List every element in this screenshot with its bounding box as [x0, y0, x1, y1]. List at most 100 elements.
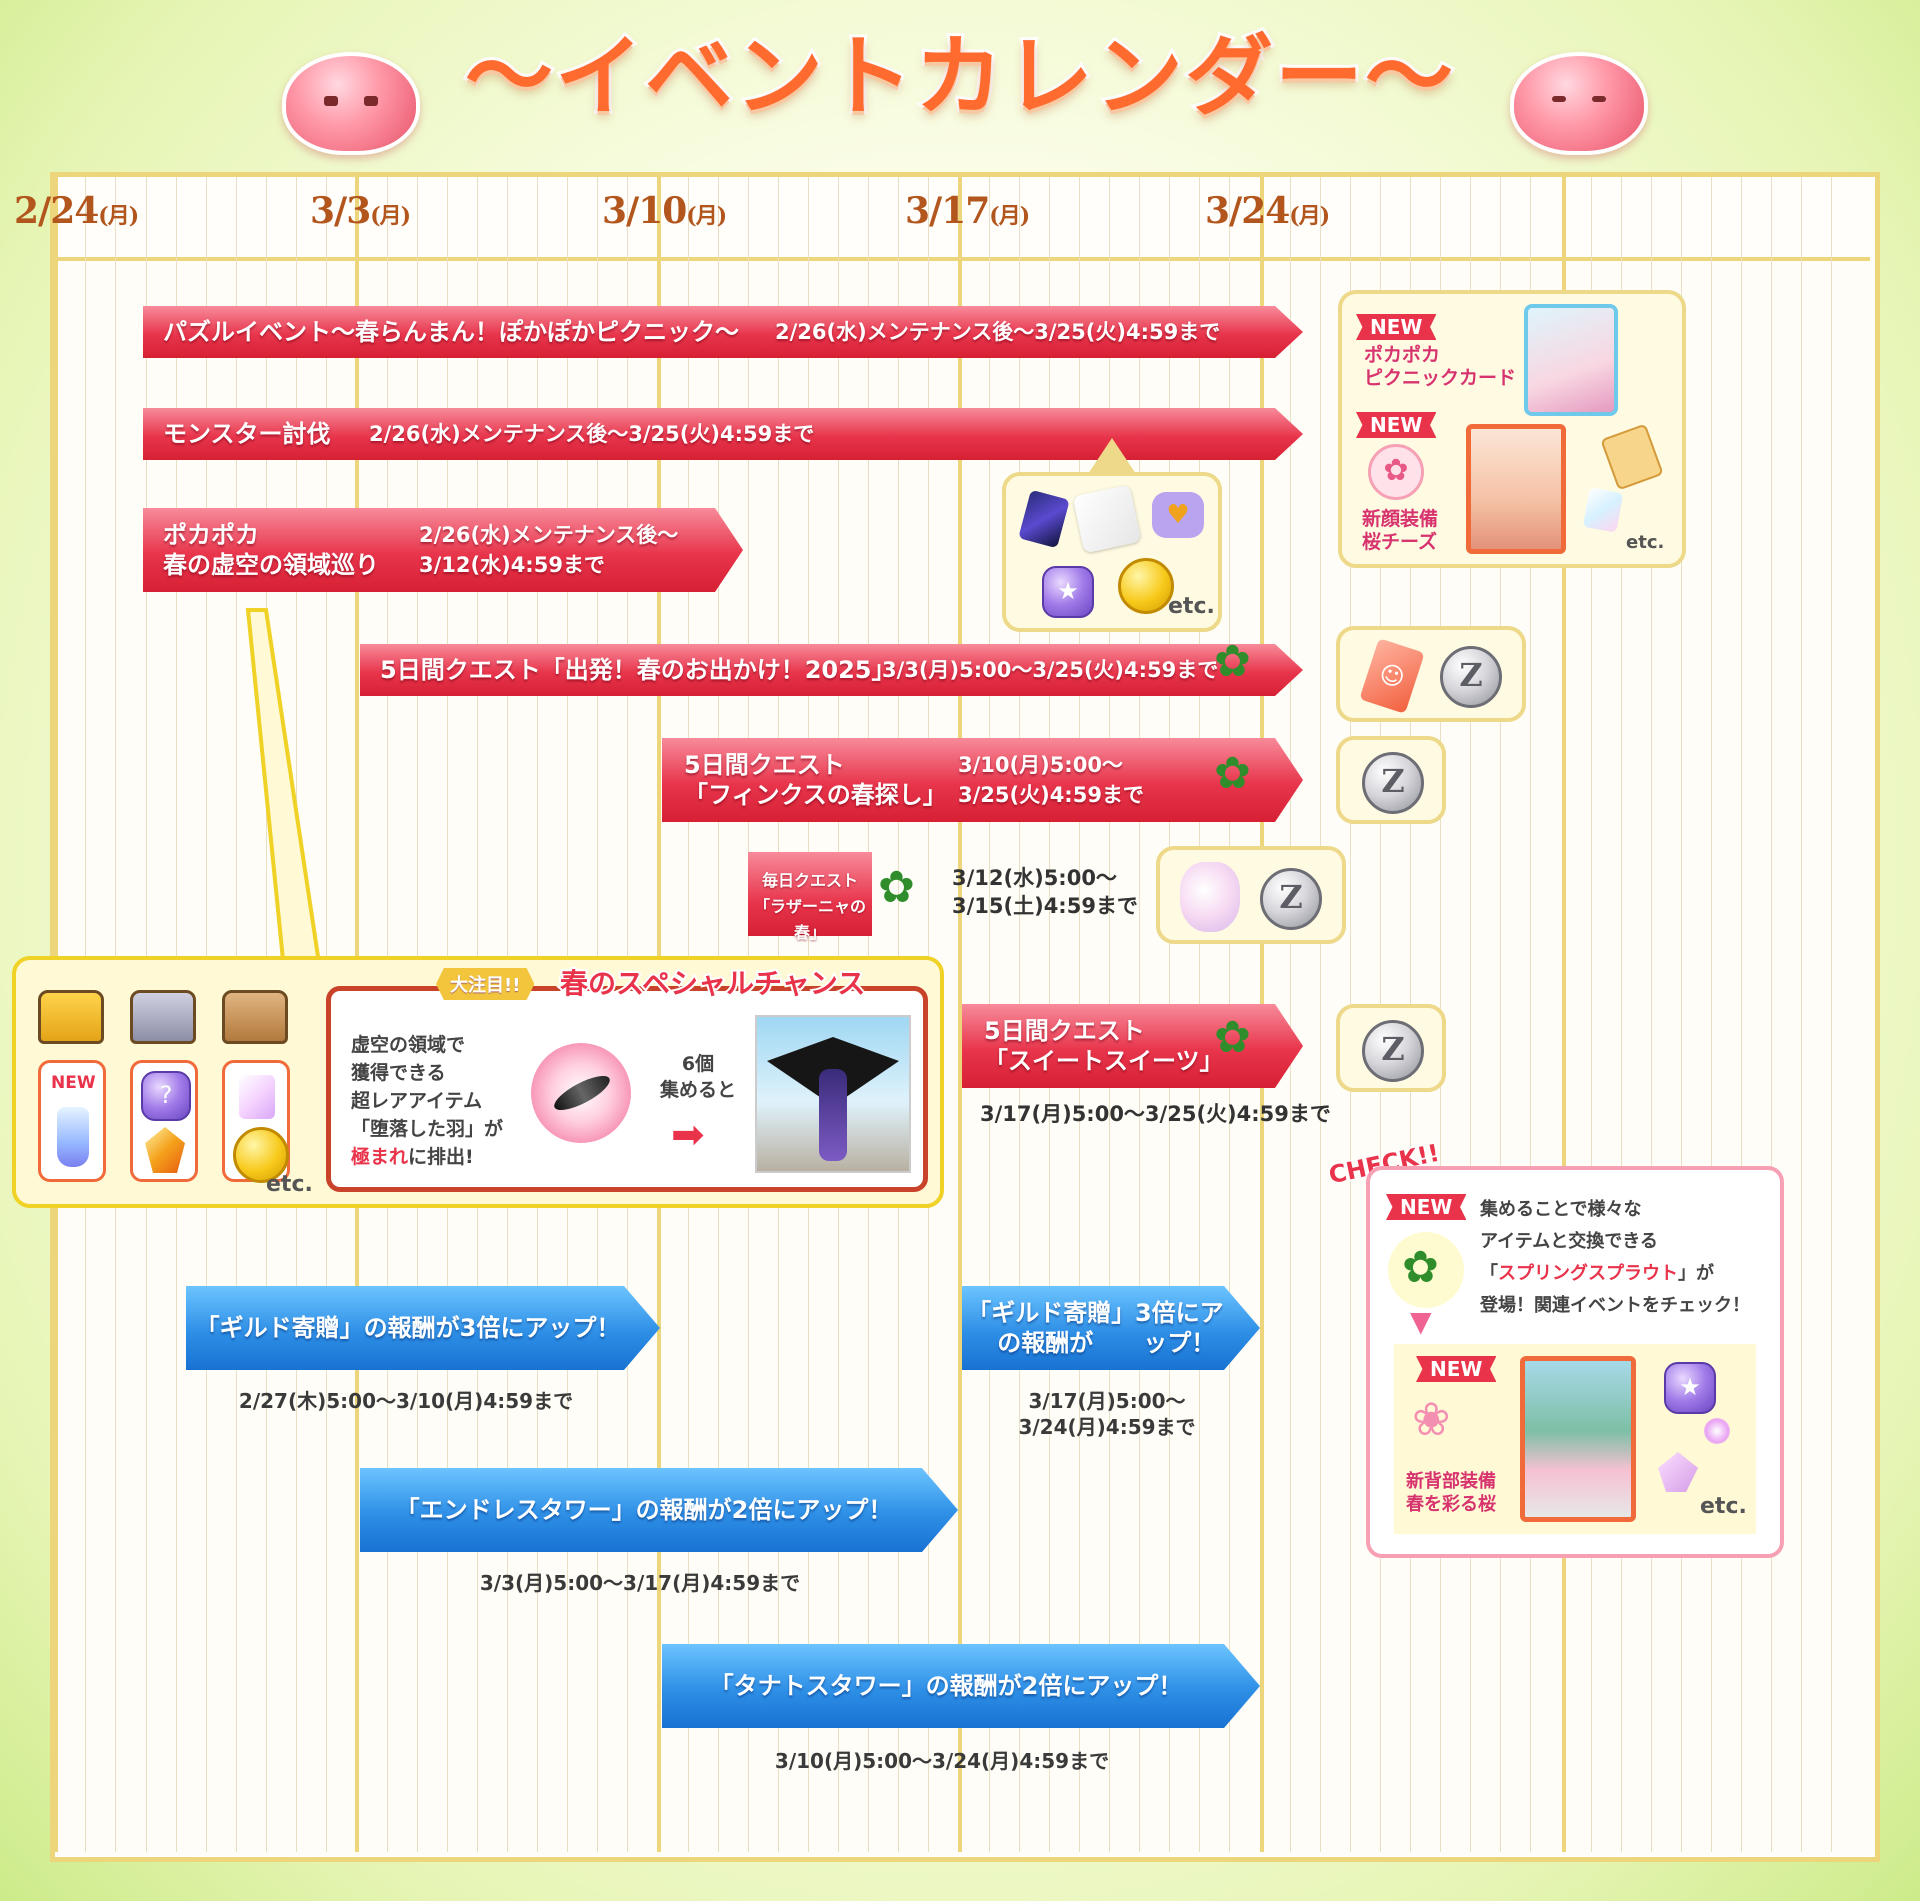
event-period: 3/17(月)5:00〜3/25(火)4:59まで [980, 1102, 1331, 1126]
callout-pointer [245, 608, 323, 972]
bonus-period: 3/3(月)5:00〜3/17(月)4:59まで [479, 1571, 801, 1595]
event-name: 5日間クエスト「スイートスイーツ」 [984, 1017, 1224, 1075]
special-title: 春のスペシャルチャンス [558, 965, 867, 1002]
special-chance-panel: NEW ? etc. 虚空の領域で獲得できる超レアアイテム「堕落した羽」が極まれ… [12, 956, 944, 1208]
gift-bag-icon [1180, 862, 1240, 932]
back-equip-image [1520, 1356, 1636, 1522]
reward-bubble-daily: Z [1156, 846, 1346, 944]
reward-name: ポカポカピクニックカード [1364, 344, 1517, 389]
event-name: 「ラザーニャの春」 [753, 897, 866, 942]
sprout-leaf-icon: ✿ [1214, 636, 1251, 687]
bonus-period: 3/10(月)5:00〜3/24(月)4:59まで [774, 1749, 1110, 1773]
special-badge: 大注目!! [436, 968, 535, 1000]
gold-coin-icon [1118, 558, 1174, 614]
mystery-gem-icon: ? [141, 1071, 191, 1121]
check-description: 集めることで様々なアイテムと交換できる「スプリングスプラウト」が登場！関連イベン… [1480, 1199, 1750, 1316]
bronze-chest-icon [222, 990, 288, 1044]
potion-icon [57, 1107, 89, 1167]
event-period: 2/26(水)メンテナンス後〜3/25(火)4:59まで [369, 422, 815, 446]
check-panel: NEW 集めることで様々なアイテムと交換できる「スプリングスプラウト」が登場！関… [1366, 1166, 1784, 1558]
etc-label: etc. [1700, 1494, 1747, 1519]
etc-label: etc. [1168, 594, 1215, 619]
reward-bubble-quest-spring: ☺ Z [1336, 626, 1526, 722]
bonus-bar-endless[interactable]: 「エンドレスタワー」の報酬が2倍にアップ！ [360, 1468, 958, 1552]
title-text: 〜イベントカレンダー〜 [462, 22, 1456, 131]
zeny-coin-icon: Z [1362, 752, 1424, 814]
feather-badge [531, 1043, 631, 1143]
bonus-period: 2/27(木)5:00〜3/10(月)4:59まで [238, 1389, 574, 1413]
date-label: 3/10(月) [602, 190, 727, 232]
character-figure [819, 1069, 847, 1161]
arrow-down-icon: ▼ [1410, 1305, 1432, 1338]
coupon-icon: ☺ [1359, 638, 1425, 714]
bubble-pointer [1088, 438, 1136, 474]
event-bar-daily[interactable]: 毎日クエスト「ラザーニャの春」 [748, 852, 872, 942]
scroll-icon [1600, 423, 1664, 491]
sparkle-orb-icon [1704, 1418, 1730, 1444]
new-tag: NEW [1386, 1194, 1467, 1220]
event-name: 5日間クエスト「出発！春のお出かけ！2025」 [380, 656, 896, 684]
zeny-coin-icon: Z [1362, 1020, 1424, 1082]
event-period: 2/26(水)メンテナンス後〜3/12(水)4:59まで [419, 523, 679, 577]
event-bar-void[interactable]: ポカポカ春の虚空の領域巡り 2/26(水)メンテナンス後〜3/12(水)4:59… [143, 508, 743, 592]
card-image [1524, 304, 1618, 416]
special-description: 虚空の領域で獲得できる超レアアイテム「堕落した羽」が極まれに排出! [351, 1034, 504, 1168]
arrow-right-icon: ➡ [671, 1112, 705, 1158]
reward-bubble-quest-finx: Z [1336, 736, 1446, 824]
flame-crystal-icon [145, 1127, 185, 1173]
event-name: 毎日クエスト [761, 871, 858, 890]
new-tag: NEW [1356, 412, 1437, 438]
reward-name: 新背部装備春を彩る桜 [1406, 1471, 1496, 1515]
date-label: 3/17(月) [905, 190, 1030, 232]
special-box: 虚空の領域で獲得できる超レアアイテム「堕落した羽」が極まれに排出! 6個集めると… [326, 986, 928, 1192]
event-period: 3/3(月)5:00〜3/25(火)4:59まで [882, 658, 1219, 682]
sprout-leaf-icon: ✿ [878, 862, 915, 913]
zeny-coin-icon: Z [1440, 646, 1502, 708]
gold-chest-icon [38, 990, 104, 1044]
event-period: 3/12(水)5:00〜3/15(土)4:59まで [952, 866, 1138, 918]
reward-name: 新顔装備桜チーズ [1362, 508, 1439, 553]
reward-bubble-puzzle: NEW ポカポカピクニックカード NEW ✿ 新顔装備桜チーズ etc. [1338, 290, 1686, 568]
sprout-leaf-icon: ✿ [1402, 1242, 1439, 1293]
sprout-leaf-icon: ✿ [1214, 1012, 1251, 1063]
cherry-blossom-icon: ✿ [1368, 444, 1424, 500]
poring-left-icon [282, 52, 420, 155]
winged-character-image [755, 1015, 911, 1173]
date-label: 3/24(月) [1205, 190, 1330, 232]
etc-label: etc. [1626, 532, 1665, 553]
new-tag: NEW [51, 1073, 96, 1093]
crystal-icon [1658, 1452, 1698, 1492]
page-title: 〜イベントカレンダー〜 [0, 22, 1920, 132]
reward-bubble-quest-sweets: Z [1336, 1004, 1446, 1092]
puzzle-piece-icon: ♥ [1152, 492, 1204, 538]
gold-coin-icon [233, 1127, 289, 1183]
collect-text: 6個集めると [659, 1053, 736, 1101]
crystal-icon [1582, 487, 1624, 533]
card-pack-icon [239, 1075, 275, 1119]
silver-chest-icon [130, 990, 196, 1044]
event-bar-quest-finx[interactable]: 5日間クエスト「フィンクスの春探し」 3/10(月)5:00〜3/25(火)4:… [662, 738, 1303, 822]
bonus-period: 3/17(月)5:00〜3/24(月)4:59まで [1018, 1389, 1196, 1439]
rune-gem-icon: ★ [1042, 566, 1094, 618]
event-name: モンスター討伐 [163, 420, 331, 448]
sakura-branch-icon: ❀ [1412, 1392, 1451, 1446]
bonus-bar-thanatos[interactable]: 「タナトスタワー」の報酬が2倍にアップ！ [662, 1644, 1260, 1728]
event-name: 5日間クエスト「フィンクスの春探し」 [684, 751, 947, 809]
fallen-feather-icon [549, 1069, 615, 1117]
bonus-bar-guild1[interactable]: 「ギルド寄贈」の報酬が3倍にアップ！ [186, 1286, 660, 1370]
date-label: 3/3(月) [310, 190, 411, 232]
new-tag: NEW [1416, 1356, 1497, 1382]
etc-label: etc. [266, 1172, 313, 1197]
event-bar-puzzle[interactable]: パズルイベント〜春らんまん！ぽかぽかピクニック〜 2/26(水)メンテナンス後〜… [143, 306, 1303, 358]
chest-drop-bubble [222, 1060, 290, 1183]
event-bar-quest-sweets[interactable]: 5日間クエスト「スイートスイーツ」 [962, 1004, 1303, 1088]
date-label: 2/24(月) [14, 190, 139, 232]
rune-gem-icon: ★ [1664, 1362, 1716, 1414]
zeny-coin-icon: Z [1260, 868, 1322, 930]
check-reward-box: NEW ❀ 新背部装備春を彩る桜 ★ etc. [1394, 1344, 1756, 1534]
avatar-portrait [1466, 424, 1566, 554]
event-bar-quest-spring[interactable]: 5日間クエスト「出発！春のお出かけ！2025」 3/3(月)5:00〜3/25(… [360, 644, 1303, 696]
chest-drop-bubble: ? [130, 1060, 198, 1182]
cloth-icon [1072, 484, 1142, 554]
